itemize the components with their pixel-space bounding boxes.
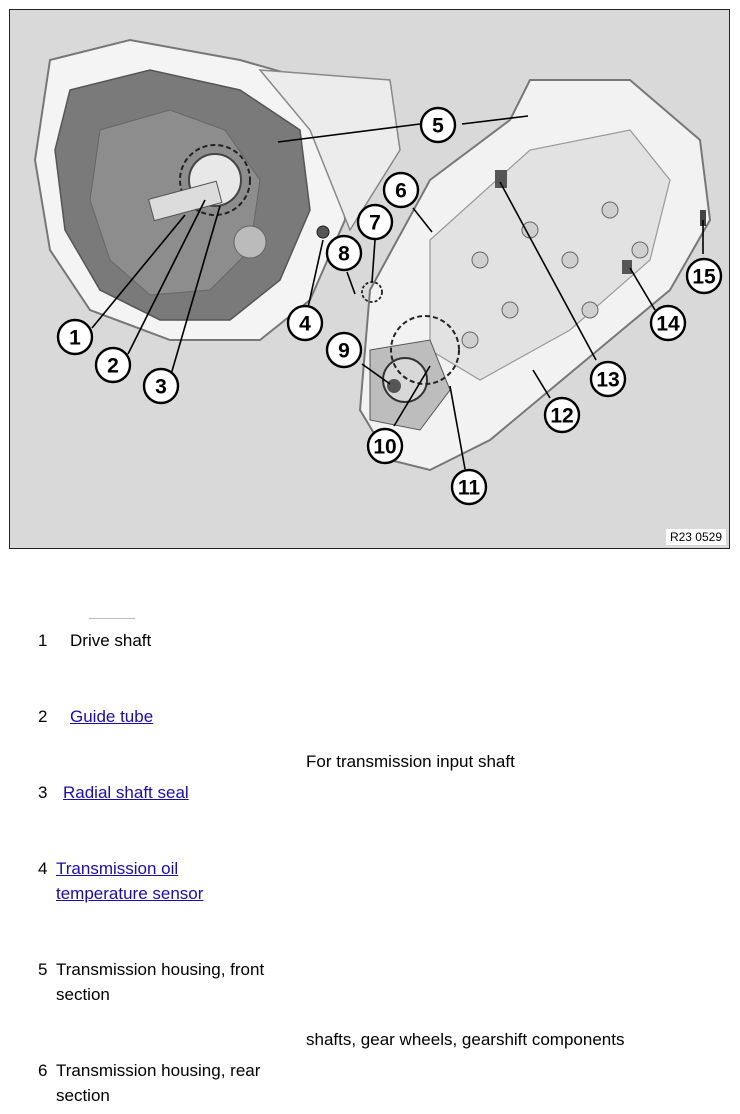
item-label: Transmission housing, front section bbox=[56, 960, 265, 1004]
callout-2: 2 bbox=[94, 346, 132, 384]
callout-1: 1 bbox=[56, 318, 94, 356]
svg-text:15: 15 bbox=[692, 266, 716, 289]
callout-leaders bbox=[91, 115, 704, 470]
note-shafts: shafts, gear wheels, gearshift component… bbox=[306, 1030, 625, 1049]
callout-7: 7 bbox=[356, 203, 394, 241]
svg-text:14: 14 bbox=[656, 313, 680, 336]
svg-text:8: 8 bbox=[338, 243, 350, 266]
callout-9: 9 bbox=[325, 331, 363, 369]
front-housing-shape bbox=[33, 38, 401, 341]
transmission-illustration: 1 2 3 4 5 6 7 8 9 10 11 12 13 14 15 R23 … bbox=[9, 9, 730, 549]
item-number: 5 bbox=[38, 960, 48, 979]
svg-text:10: 10 bbox=[373, 436, 396, 459]
callout-4: 4 bbox=[286, 304, 324, 342]
svg-text:1: 1 bbox=[69, 327, 81, 350]
rear-housing-shape bbox=[358, 79, 712, 472]
svg-text:13: 13 bbox=[596, 369, 619, 392]
callout-3: 3 bbox=[142, 367, 180, 405]
callout-14: 14 bbox=[649, 304, 687, 342]
figure-code: R23 0529 bbox=[665, 529, 726, 545]
svg-text:6: 6 bbox=[395, 180, 407, 203]
callout-5: 5 bbox=[419, 106, 457, 144]
guide-tube-link[interactable]: Guide tube bbox=[70, 707, 154, 726]
callout-13: 13 bbox=[589, 360, 627, 398]
oil-temperature-sensor-link[interactable]: Transmission oil temperature sensor bbox=[56, 859, 204, 903]
callout-6: 6 bbox=[382, 171, 420, 209]
transmission-drawing: 1 2 3 4 5 6 7 8 9 10 11 12 13 14 15 bbox=[33, 38, 723, 506]
item-number: 1 bbox=[38, 631, 48, 650]
divider bbox=[89, 618, 135, 619]
item-number: 3 bbox=[38, 783, 48, 802]
note-input-shaft: For transmission input shaft bbox=[306, 752, 515, 771]
callout-11: 11 bbox=[450, 468, 488, 506]
svg-text:11: 11 bbox=[458, 477, 481, 500]
svg-text:4: 4 bbox=[299, 313, 311, 336]
callout-12: 12 bbox=[543, 396, 581, 434]
svg-text:5: 5 bbox=[432, 115, 444, 138]
radial-shaft-seal-link[interactable]: Radial shaft seal bbox=[63, 783, 189, 802]
callout-8: 8 bbox=[325, 234, 363, 272]
item-label: Transmission housing, rear section bbox=[56, 1061, 261, 1105]
item-number: 2 bbox=[38, 707, 48, 726]
item-number: 4 bbox=[38, 859, 48, 878]
callout-10: 10 bbox=[366, 427, 404, 465]
callout-15: 15 bbox=[685, 257, 723, 295]
item-number: 6 bbox=[38, 1061, 48, 1080]
svg-text:9: 9 bbox=[338, 340, 350, 363]
item-label: Drive shaft bbox=[70, 631, 152, 650]
svg-text:3: 3 bbox=[155, 376, 167, 399]
svg-text:2: 2 bbox=[107, 355, 119, 378]
svg-text:7: 7 bbox=[369, 212, 381, 235]
svg-text:12: 12 bbox=[550, 405, 573, 428]
